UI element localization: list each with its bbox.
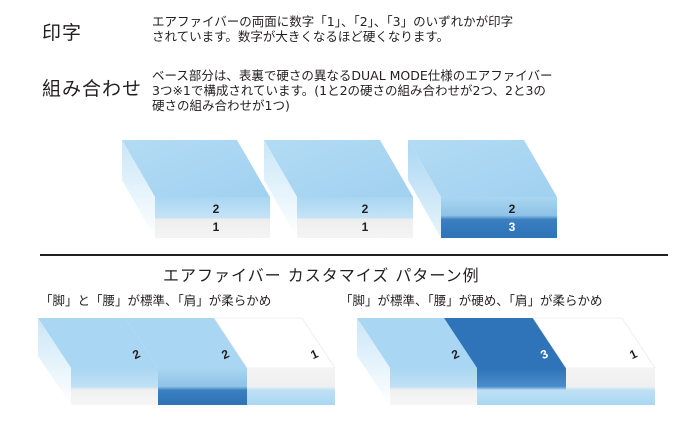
example-1-segment-1-top <box>38 318 158 368</box>
example-2-mattress <box>357 317 656 405</box>
section-divider <box>40 254 668 256</box>
example-2-segment-1-front <box>390 368 477 405</box>
block-3-top-face <box>408 140 557 197</box>
block-2-top-face <box>264 140 413 197</box>
example-2-caption: 「脚」が標準、「腰」が硬め、「肩」が柔らかめ <box>340 293 603 308</box>
block-1-top-face <box>122 140 270 197</box>
combination-description: ベース部分は、表裏で硬さの異なるDUAL MODE仕様のエアファイバー 3つ※1… <box>152 68 553 113</box>
block-3-top-number: 2 <box>509 202 516 216</box>
example-1-segment-2-front <box>158 368 247 405</box>
combination-term: 組み合わせ <box>42 78 143 100</box>
block-1-bottom-number: 1 <box>213 220 220 234</box>
example-1-segment-1-side <box>38 318 71 405</box>
block-3-front-face <box>441 197 557 238</box>
block-3 <box>408 140 557 238</box>
example-1-segment-3-front <box>247 368 335 405</box>
block-2-front-face <box>297 197 413 238</box>
example-2-segment-2-top <box>444 318 566 368</box>
block-2-side-face <box>264 140 297 238</box>
block-3-side-face <box>408 140 441 238</box>
example-2-segment-3-front <box>566 368 655 405</box>
block-2 <box>264 140 413 238</box>
example-2-segment-2-front <box>477 368 566 405</box>
print-line-1: エアファイバーの両面に数字「1」、「2」、「3」のいずれかが印字 <box>152 14 514 29</box>
example-2-segment-1-side <box>357 318 390 405</box>
block-1 <box>122 140 270 238</box>
block-1-side-face <box>122 140 155 238</box>
block-1-front-face <box>155 197 270 238</box>
combination-line-3: 硬さの組み合わせが1つ) <box>152 98 290 113</box>
block-2-bottom-number: 1 <box>362 220 369 234</box>
example-1-segment-2-top <box>125 318 247 368</box>
block-1-top-number: 2 <box>213 202 220 216</box>
example-1-caption: 「脚」と「腰」が標準、「肩」が柔らかめ <box>40 293 272 308</box>
customize-title: エアファイバー カスタマイズ パターン例 <box>163 266 480 285</box>
example-1-mattress <box>38 317 336 405</box>
example-2-segment-1-top <box>357 318 477 368</box>
block-2-top-number: 2 <box>362 202 369 216</box>
block-3-bottom-number: 3 <box>509 220 516 234</box>
combination-line-1: ベース部分は、表裏で硬さの異なるDUAL MODE仕様のエアファイバー <box>152 68 553 83</box>
example-1-segment-1-front <box>71 368 158 405</box>
combination-line-2: 3つ※1で構成されています。(1と2の硬さの組み合わせが2つ、2と3の <box>152 83 546 98</box>
print-term: 印字 <box>42 22 83 44</box>
print-line-2: されています。数字が大きくなるほど硬くなります。 <box>152 29 450 44</box>
print-description: エアファイバーの両面に数字「1」、「2」、「3」のいずれかが印字 されています。… <box>152 14 513 44</box>
